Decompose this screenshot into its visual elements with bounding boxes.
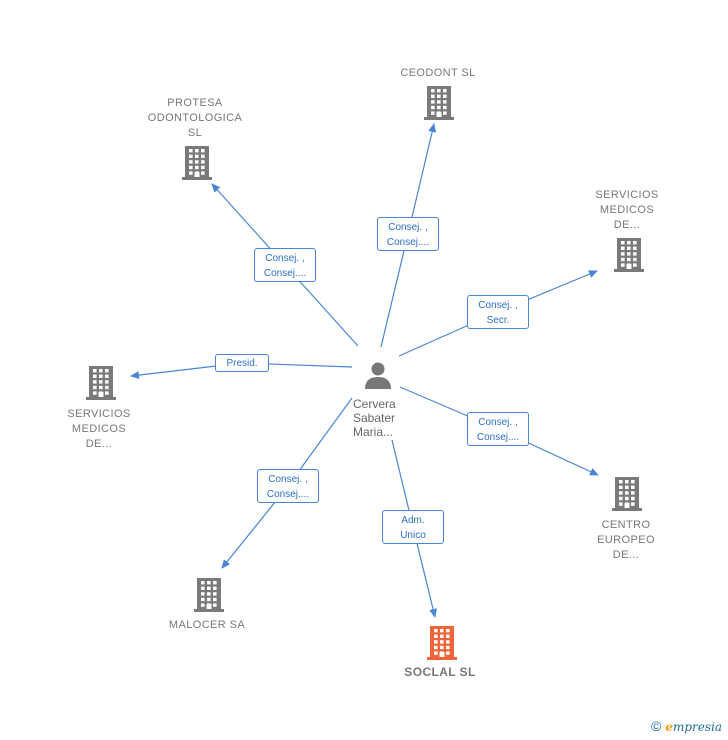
edge-label-line: Consej.... <box>263 268 307 279</box>
company-label-line: MEDICOS <box>71 423 127 435</box>
building-icon[interactable] <box>424 86 454 120</box>
company-label-line: SERVICIOS <box>595 189 659 201</box>
edge-label-line: Consej. , <box>388 222 428 233</box>
edge-label-line: Consej. , <box>265 253 305 264</box>
edge-label-ceodont[interactable]: Consej. , Consej.... <box>377 217 439 251</box>
company-label-line: SL <box>187 127 203 139</box>
company-label-line: DE... <box>612 549 640 561</box>
edge-label-malocer[interactable]: Consej. , Consej.... <box>257 469 319 503</box>
building-icon[interactable] <box>86 366 116 400</box>
edge-label-line: Consej.... <box>476 432 520 443</box>
company-label-line: EUROPEO <box>597 534 655 546</box>
company-label-ceodont[interactable]: CEODONT SL <box>400 66 475 81</box>
company-label-line: DE... <box>85 438 113 450</box>
company-label-line: MEDICOS <box>599 204 655 216</box>
empresia-logo: ©empresia <box>650 718 722 734</box>
edge-label-line: Consej. , <box>268 474 308 485</box>
company-label-line: SERVICIOS <box>67 408 131 420</box>
edge-label-line: Consej.... <box>266 489 310 500</box>
person-label-line: Sabater <box>353 411 396 425</box>
person-label-line: Cervera <box>353 397 396 411</box>
company-label-line: ODONTOLOGICA <box>147 112 243 124</box>
edge-label-line: Consej. , <box>478 417 518 428</box>
person-icon[interactable] <box>365 362 391 390</box>
company-label-malocer[interactable]: MALOCER SA <box>169 618 245 633</box>
edge-label-protesa[interactable]: Consej. , Consej.... <box>254 248 316 282</box>
edge-label-servicios-top[interactable]: Consej. , Secr. <box>467 295 529 329</box>
edge-label-centro[interactable]: Consej. , Consej.... <box>467 412 529 446</box>
company-label-servicios-left[interactable]: SERVICIOS MEDICOS DE... <box>67 407 130 452</box>
company-label-servicios-top[interactable]: SERVICIOS MEDICOS DE... <box>595 188 658 233</box>
company-label-line: DE... <box>613 219 641 231</box>
person-label-line: Maria... <box>353 425 394 439</box>
building-icon[interactable] <box>614 238 644 272</box>
edge-label-line: Secr. <box>486 315 510 326</box>
company-label-protesa[interactable]: PROTESA ODONTOLOGICA SL <box>148 96 242 141</box>
company-label-line: CEODONT SL <box>400 67 476 79</box>
edge-label-soclal[interactable]: Adm. Unico <box>382 510 444 544</box>
company-label-line: PROTESA <box>167 97 223 109</box>
building-icon[interactable] <box>182 146 212 180</box>
edge-label-line: Unico <box>400 530 426 541</box>
company-label-line: MALOCER SA <box>168 619 246 631</box>
edge-label-servicios-left[interactable]: Presid. <box>215 354 269 372</box>
edge-label-line: Adm. <box>401 515 425 526</box>
building-icon[interactable] <box>194 578 224 612</box>
company-label-line: CENTRO <box>601 519 651 531</box>
edge-label-line: Consej.... <box>386 237 430 248</box>
company-label-soclal[interactable]: SOCLAL SL <box>404 665 475 680</box>
company-label-centro[interactable]: CENTRO EUROPEO DE... <box>597 518 655 563</box>
building-icon[interactable] <box>427 626 457 660</box>
building-icon[interactable] <box>612 477 642 511</box>
edge-label-line: Consej. , <box>478 300 518 311</box>
edge-label-line: Presid. <box>226 358 258 369</box>
company-label-line: SOCLAL SL <box>404 665 476 679</box>
